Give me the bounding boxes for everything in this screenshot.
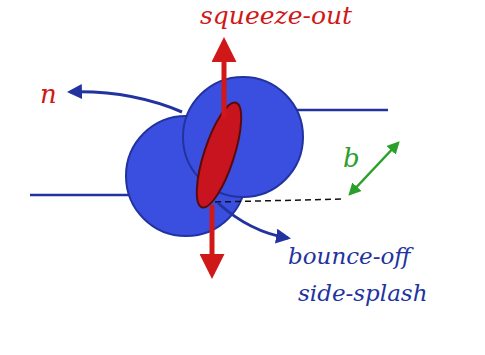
participant-zone (188, 98, 251, 212)
beam-line (30, 194, 135, 197)
squeeze-out-arrow (222, 42, 227, 118)
dashed-line (215, 199, 345, 202)
side-splash-label: side-splash (298, 280, 427, 306)
beam-line (295, 109, 388, 112)
squeeze-out-label: squeeze-out (200, 2, 352, 31)
squeeze-out-arrow (210, 205, 215, 274)
bounce-off-label: bounce-off (288, 243, 411, 269)
bounce-off-arrow (70, 92, 182, 112)
bounce-off-arrow (218, 203, 288, 238)
cut-label: n (40, 80, 57, 110)
impact-parameter-label: b (343, 144, 360, 174)
